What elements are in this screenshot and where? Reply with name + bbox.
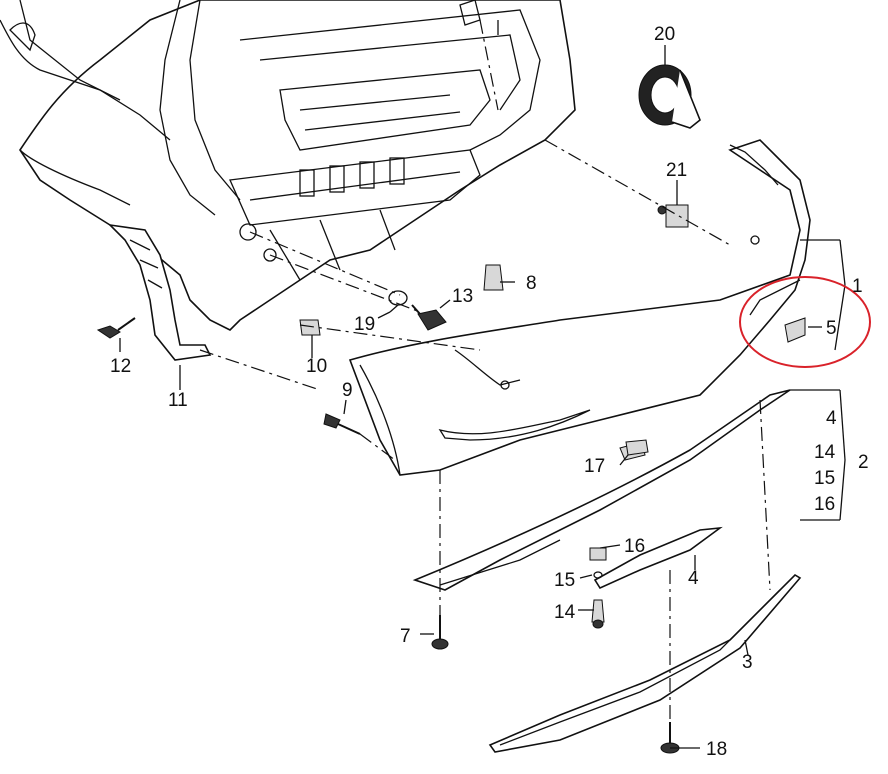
callout-7: 7 xyxy=(400,626,411,647)
callout-20: 20 xyxy=(654,24,675,45)
callout-2: 2 xyxy=(858,452,869,473)
fastener-17 xyxy=(625,439,649,456)
part-21-clip xyxy=(657,180,689,228)
fastener-9 xyxy=(323,413,361,435)
part-20-tape-roll xyxy=(638,45,701,129)
callout-4: 4 xyxy=(688,568,699,589)
callout-12: 12 xyxy=(110,356,131,377)
callout-labels: 20 21 1 5 8 13 19 10 12 11 9 4 14 15 16 … xyxy=(110,24,869,760)
callout-10: 10 xyxy=(306,356,327,377)
fastener-10 xyxy=(299,319,321,355)
callout-13: 13 xyxy=(452,286,473,307)
callout-14: 14 xyxy=(554,602,576,623)
vehicle-body xyxy=(0,0,576,331)
fastener-12 xyxy=(96,317,136,352)
callout-11: 11 xyxy=(168,390,188,411)
callout-8: 8 xyxy=(526,273,537,294)
part-4-trim-strip xyxy=(593,526,723,590)
fastener-8 xyxy=(483,264,515,291)
fastener-15-16 xyxy=(589,547,607,579)
callout-5: 5 xyxy=(826,318,837,339)
callout-16: 16 xyxy=(624,536,645,557)
callout-9: 9 xyxy=(342,380,353,401)
callout-15-right: 15 xyxy=(814,468,835,489)
callout-19: 19 xyxy=(354,314,375,335)
part-1-bumper-cover xyxy=(348,139,811,476)
callout-16-right: 16 xyxy=(814,494,835,515)
highlight-circle xyxy=(739,276,871,368)
fastener-13 xyxy=(411,304,447,331)
callout-1: 1 xyxy=(852,276,863,297)
callout-leaders xyxy=(311,20,846,749)
leader-lines xyxy=(199,19,771,722)
callout-18: 18 xyxy=(706,739,727,760)
callout-17: 17 xyxy=(584,456,605,477)
part-3-diffuser-grille xyxy=(488,573,802,753)
fastener-7 xyxy=(431,615,449,650)
callout-4-right: 4 xyxy=(826,408,837,429)
callout-3: 3 xyxy=(742,652,753,673)
part-11-bracket xyxy=(107,223,212,390)
callout-15: 15 xyxy=(554,570,575,591)
fastener-14 xyxy=(591,599,605,629)
callout-21: 21 xyxy=(666,160,687,181)
fastener-19 xyxy=(388,290,408,313)
callout-14-right: 14 xyxy=(814,442,836,463)
